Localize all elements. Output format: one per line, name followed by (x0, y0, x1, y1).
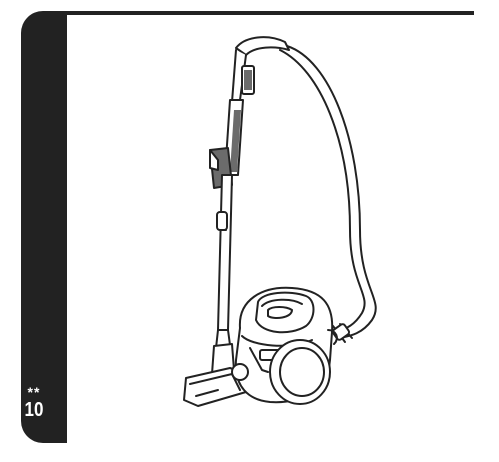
hose (286, 45, 377, 339)
side-tab (21, 11, 67, 443)
lower-wand (217, 174, 233, 331)
page-marker: ** 10 (21, 384, 47, 421)
page-number: 10 (24, 399, 44, 421)
canister-vacuum-cleaner-icon (183, 36, 377, 407)
top-rule (44, 11, 474, 15)
page-stars: ** (27, 384, 41, 400)
handle (235, 36, 290, 56)
